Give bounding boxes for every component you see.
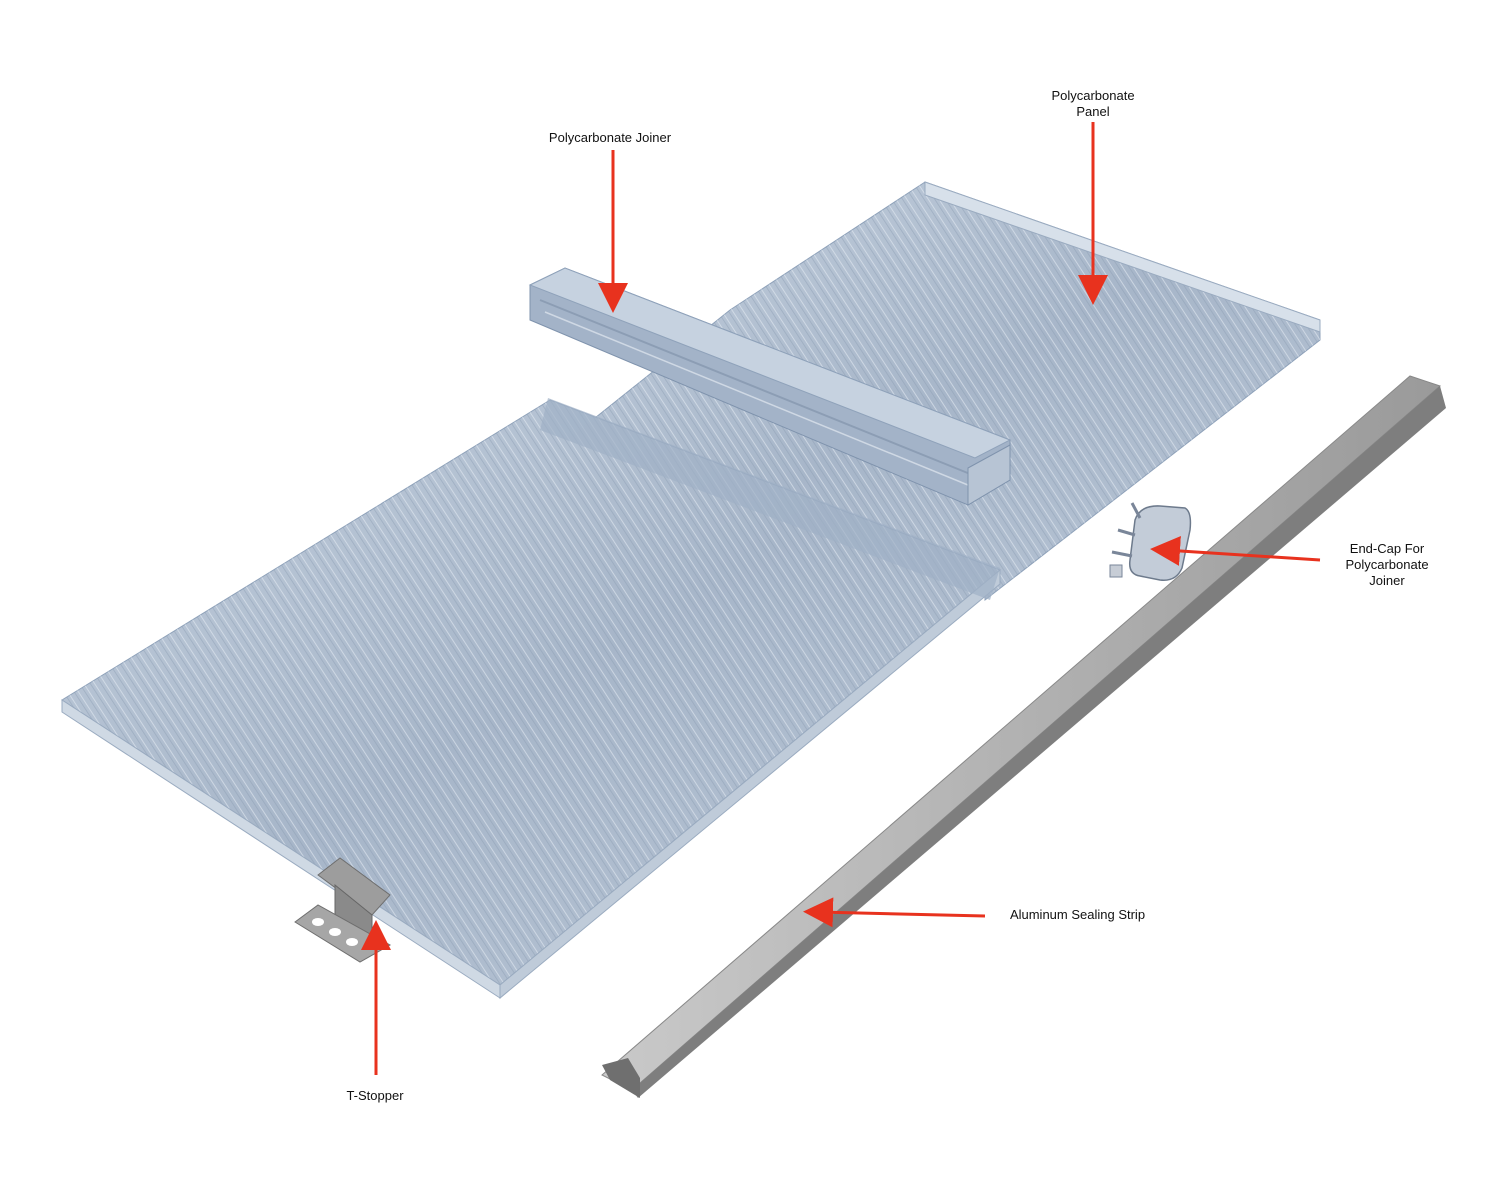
label-polycarbonate-panel: Polycarbonate Panel bbox=[1051, 88, 1135, 119]
strip-arrow bbox=[803, 897, 986, 928]
label-polycarbonate-joiner: Polycarbonate Joiner bbox=[548, 130, 672, 145]
leader-arrows bbox=[361, 122, 1321, 1075]
label-t-stopper: T-Stopper bbox=[346, 1088, 404, 1103]
polycarbonate-panel-front bbox=[61, 398, 1001, 1000]
label-end-cap: End-Cap For Polycarbonate Joiner bbox=[1345, 541, 1429, 588]
label-aluminum-sealing-strip: Aluminum Sealing Strip bbox=[1009, 907, 1146, 922]
end-cap bbox=[1109, 502, 1192, 581]
endcap-arrow bbox=[1150, 535, 1321, 566]
polycarbonate-joiner bbox=[528, 267, 1012, 506]
